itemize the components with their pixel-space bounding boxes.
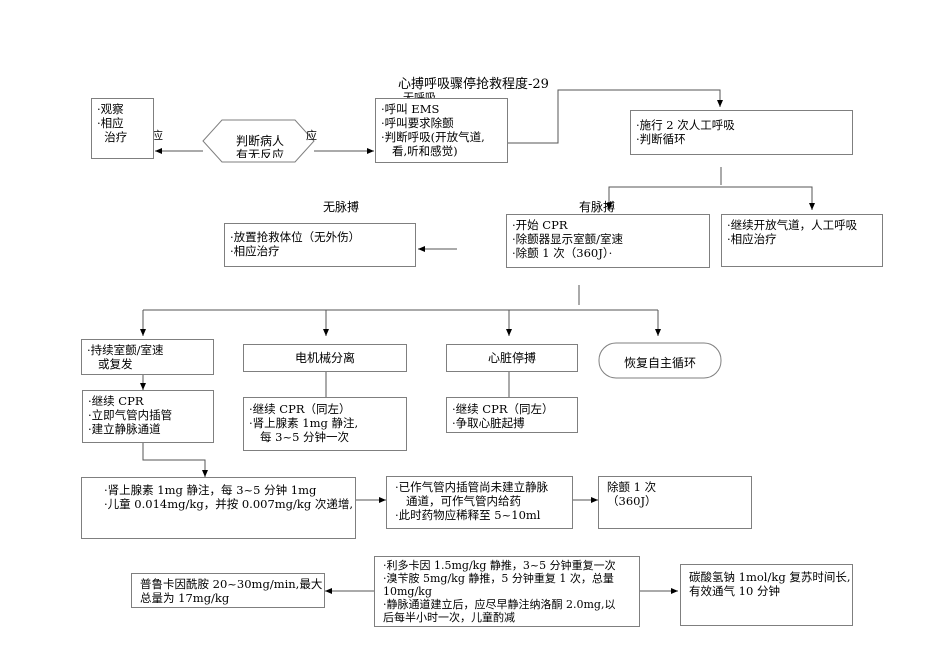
position-line: ·放置抢救体位（无外伤） — [230, 230, 361, 244]
vf-box: ·持续室颤/室速 或复发 — [81, 339, 214, 375]
decision-line-2: 有无反应 — [236, 148, 285, 158]
emd-cpr-line: ·继续 CPR（同左） — [249, 402, 351, 416]
label-pulse: 有脉搏 — [579, 200, 616, 214]
airway-box: ·继续开放气道，人工呼吸 ·相应治疗 — [721, 214, 883, 267]
procain-line: 普鲁卡因酰胺 20~30mg/min,最大 — [140, 577, 323, 591]
epinephrine-box: ·肾上腺素 1mg 静注，每 3~5 分钟 1mg ·儿童 0.014mg/kg… — [81, 477, 356, 539]
vf-cpr-box: ·继续 CPR ·立即气管内插管 ·建立静脉通道 — [82, 390, 214, 443]
procain-line: 总量为 17mg/kg — [140, 591, 230, 605]
breath-line: ·判断循环 — [636, 132, 686, 146]
defib-line: （360J） — [607, 494, 657, 508]
vf-cpr-line: ·建立静脉通道 — [88, 422, 161, 436]
vf-cpr-line: ·继续 CPR — [88, 394, 144, 408]
bicarb-line: 有效通气 10 分钟 — [689, 584, 780, 598]
arrow-to-breath — [508, 89, 723, 144]
airway-line: ·相应治疗 — [727, 232, 777, 246]
tube-line: ·已作气管内插管尚未建立静脉 — [395, 480, 549, 494]
tube-box: ·已作气管内插管尚未建立静脉 通道，可作气管内给药 ·此时药物应稀释至 5~10… — [386, 476, 573, 529]
decision-hexagon — [202, 119, 315, 163]
pulse-branch — [608, 186, 813, 207]
ems-line: 看,听和感觉) — [381, 144, 458, 158]
observe-box: ·观察 ·相应 治疗 — [91, 98, 154, 159]
epi-line: ·儿童 0.014mg/kg，并按 0.007mg/kg 次递增, — [104, 497, 354, 511]
emd-cpr-box: ·继续 CPR（同左） ·肾上腺素 1mg 静注, 每 3~5 分钟一次 — [243, 397, 407, 451]
cpr-start-line: ·开始 CPR — [512, 218, 568, 232]
breath-box: ·施行 2 次人工呼吸 ·判断循环 — [630, 110, 853, 155]
procainamide-box: 普鲁卡因酰胺 20~30mg/min,最大 总量为 17mg/kg — [131, 573, 325, 608]
defib-line: 除颤 1 次 — [607, 480, 657, 494]
fragment-right: 应 — [306, 129, 317, 142]
ems-line: ·呼叫 EMS — [381, 102, 440, 116]
bicarb-line: 碳酸氢钠 1mol/kg 复苏时间长, — [689, 570, 851, 584]
ems-box: ·呼叫 EMS ·呼叫要求除颤 ·判断呼吸(开放气道, 看,听和感觉) — [375, 98, 508, 163]
vf-line: 或复发 — [87, 357, 133, 371]
arrow-to-epi — [142, 443, 208, 477]
fragment-left: 应 — [152, 129, 163, 142]
lido-line: ·利多卡因 1.5mg/kg 静推，3~5 分钟重复一次 — [383, 559, 616, 572]
ems-line: ·呼叫要求除颤 — [381, 116, 454, 130]
ems-line: ·判断呼吸(开放气道, — [381, 130, 485, 144]
position-line: ·相应治疗 — [230, 244, 280, 258]
observe-line: ·相应 — [97, 116, 124, 130]
observe-line: ·观察 — [97, 102, 124, 116]
breath-line: ·施行 2 次人工呼吸 — [636, 118, 735, 132]
vf-cpr-line: ·立即气管内插管 — [88, 408, 173, 422]
rosc-label: 恢复自主循环 — [624, 356, 697, 370]
emd-cpr-line: 每 3~5 分钟一次 — [249, 430, 350, 444]
cpr-start-line: ·除颤 1 次（360J）· — [512, 246, 613, 260]
emd-cpr-line: ·肾上腺素 1mg 静注, — [249, 416, 359, 430]
rosc-terminal-shape — [598, 342, 722, 379]
lidocaine-box: ·利多卡因 1.5mg/kg 静推，3~5 分钟重复一次 ·溴苄胺 5mg/kg… — [374, 556, 640, 627]
vf-line: ·持续室颤/室速 — [87, 343, 164, 357]
epi-line: ·肾上腺素 1mg 静注，每 3~5 分钟 1mg — [104, 483, 317, 497]
label-no-pulse: 无脉搏 — [323, 200, 360, 214]
defib-box: 除颤 1 次 （360J） — [598, 476, 752, 529]
asys-cpr-line: ·争取心脏起搏 — [452, 416, 525, 430]
lido-line: ·溴苄胺 5mg/kg 静推，5 分钟重复 1 次，总量 — [383, 572, 614, 585]
tube-line: 通道，可作气管内给药 — [395, 494, 521, 508]
asys-cpr-box: ·继续 CPR（同左） ·争取心脏起搏 — [446, 397, 578, 433]
cpr-start-line: ·除颤器显示室颤/室速 — [512, 232, 624, 246]
emd-box: 电机械分离 — [243, 344, 407, 372]
airway-line: ·继续开放气道，人工呼吸 — [727, 218, 858, 232]
observe-line: 治疗 — [97, 130, 128, 144]
lido-line: 后每半小时一次，儿童酌减 — [383, 611, 515, 624]
fragment-no-breath: 无呼吸 — [403, 91, 436, 98]
asystole-box: 心脏停搏 — [446, 344, 578, 372]
cpr-start-box: ·开始 CPR ·除颤器显示室颤/室速 ·除颤 1 次（360J）· — [506, 214, 710, 268]
lido-line: 10mg/kg — [383, 585, 432, 598]
bicarbonate-box: 碳酸氢钠 1mol/kg 复苏时间长, 有效通气 10 分钟 — [680, 564, 853, 626]
lido-line: ·静脉通道建立后，应尽早静注纳洛酮 2.0mg,以 — [383, 598, 616, 611]
tube-line: ·此时药物应稀释至 5~10ml — [395, 508, 541, 522]
position-box: ·放置抢救体位（无外伤） ·相应治疗 — [224, 223, 416, 267]
asys-cpr-line: ·继续 CPR（同左） — [452, 402, 554, 416]
page-title: 心搏呼吸骤停抢救程度-29 — [398, 77, 549, 92]
decision-line-1: 判断病人 — [236, 134, 285, 148]
